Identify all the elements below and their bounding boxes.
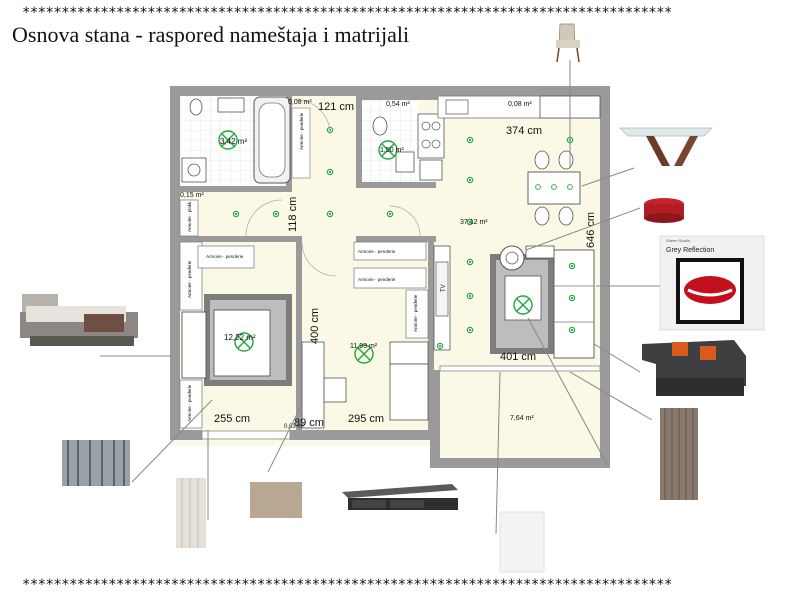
wc <box>362 100 418 182</box>
wardrobe-label: Armoire - penderie <box>206 254 244 259</box>
floor-lamp-icon <box>499 245 525 271</box>
dimension-label: 401 cm <box>500 351 536 363</box>
dimension-label: 374 cm <box>506 125 542 137</box>
tv-unit-icon <box>342 484 458 510</box>
small-area-label: 0,15 m² <box>180 192 204 199</box>
dimension-label: 400 cm <box>309 308 321 344</box>
wardrobe-label: Armoire - penderie <box>187 384 192 422</box>
door-swings <box>245 99 421 277</box>
bedroom <box>179 241 292 429</box>
art-title: Grey Reflection <box>666 247 714 254</box>
red-pouf-icon <box>644 198 684 223</box>
dimension-label: 89 cm <box>294 417 324 429</box>
living-area-label: 37,12 m² <box>460 219 488 226</box>
dining-set <box>527 150 581 226</box>
wardrobe-label: Armoire - penderie <box>413 294 418 332</box>
curtain-icon <box>176 478 206 548</box>
dimension-label: 646 cm <box>585 212 597 248</box>
dimension-label: 255 cm <box>214 413 250 425</box>
rug-icon <box>499 511 545 573</box>
toilet-icon <box>372 116 388 136</box>
chair-icon <box>556 23 580 63</box>
fabric-swatch-icon <box>250 482 302 518</box>
stove-icon <box>417 113 445 159</box>
wardrobe-label: Armoire - penderie <box>299 112 304 150</box>
toilet-icon <box>189 98 203 116</box>
tv-label: TV <box>441 284 447 292</box>
closet-label: Armoire - plakk <box>187 201 192 232</box>
dimension-label: 295 cm <box>348 413 384 425</box>
stars-top: ****************************************… <box>22 5 672 21</box>
room2-area-label: 11,93 m² <box>350 343 378 350</box>
fabric-swatch-icon <box>62 440 130 486</box>
small-area-label: 0,54 m² <box>386 101 410 108</box>
art-print-icon: Sheen Studio Grey Reflection <box>659 235 765 331</box>
stars-bottom: ****************************************… <box>22 577 672 593</box>
dimension-label: 121 cm <box>318 101 354 113</box>
wardrobe-label: Armoire - penderie <box>358 277 396 282</box>
bathroom <box>180 96 311 186</box>
tv-stand <box>433 245 451 351</box>
small-area-label: 0,08 m² <box>288 99 312 106</box>
sink-icon <box>217 97 245 113</box>
terrace-area-label: 7,64 m² <box>510 415 534 422</box>
pointer-lines <box>100 60 660 535</box>
sofa-icon <box>642 340 746 396</box>
small-area-label: 0,03 m² <box>284 424 304 430</box>
wardrobe-label: Armoire - penderie <box>358 249 396 254</box>
wardrobe-label: Armoire - penderie <box>187 260 192 298</box>
bathroom-area-label: 3,42 m² <box>220 137 247 146</box>
small-closet <box>179 199 199 237</box>
dimension-label: 118 cm <box>287 197 299 232</box>
glass-table-icon <box>619 127 713 166</box>
washing-machine-icon <box>181 157 207 183</box>
art-brand-small: Sheen Studio <box>666 238 691 243</box>
second-room <box>301 241 429 429</box>
curtain-icon <box>660 408 698 500</box>
page-title: Osnova stana - raspored nameštaja i matr… <box>12 22 410 47</box>
sink-icon <box>445 99 469 115</box>
wc-area-label: 1,50 m² <box>380 147 404 154</box>
bedroom-area-label: 12,22 m² <box>224 333 256 342</box>
small-area-label: 0,08 m² <box>508 101 532 108</box>
bed-icon <box>20 294 138 346</box>
